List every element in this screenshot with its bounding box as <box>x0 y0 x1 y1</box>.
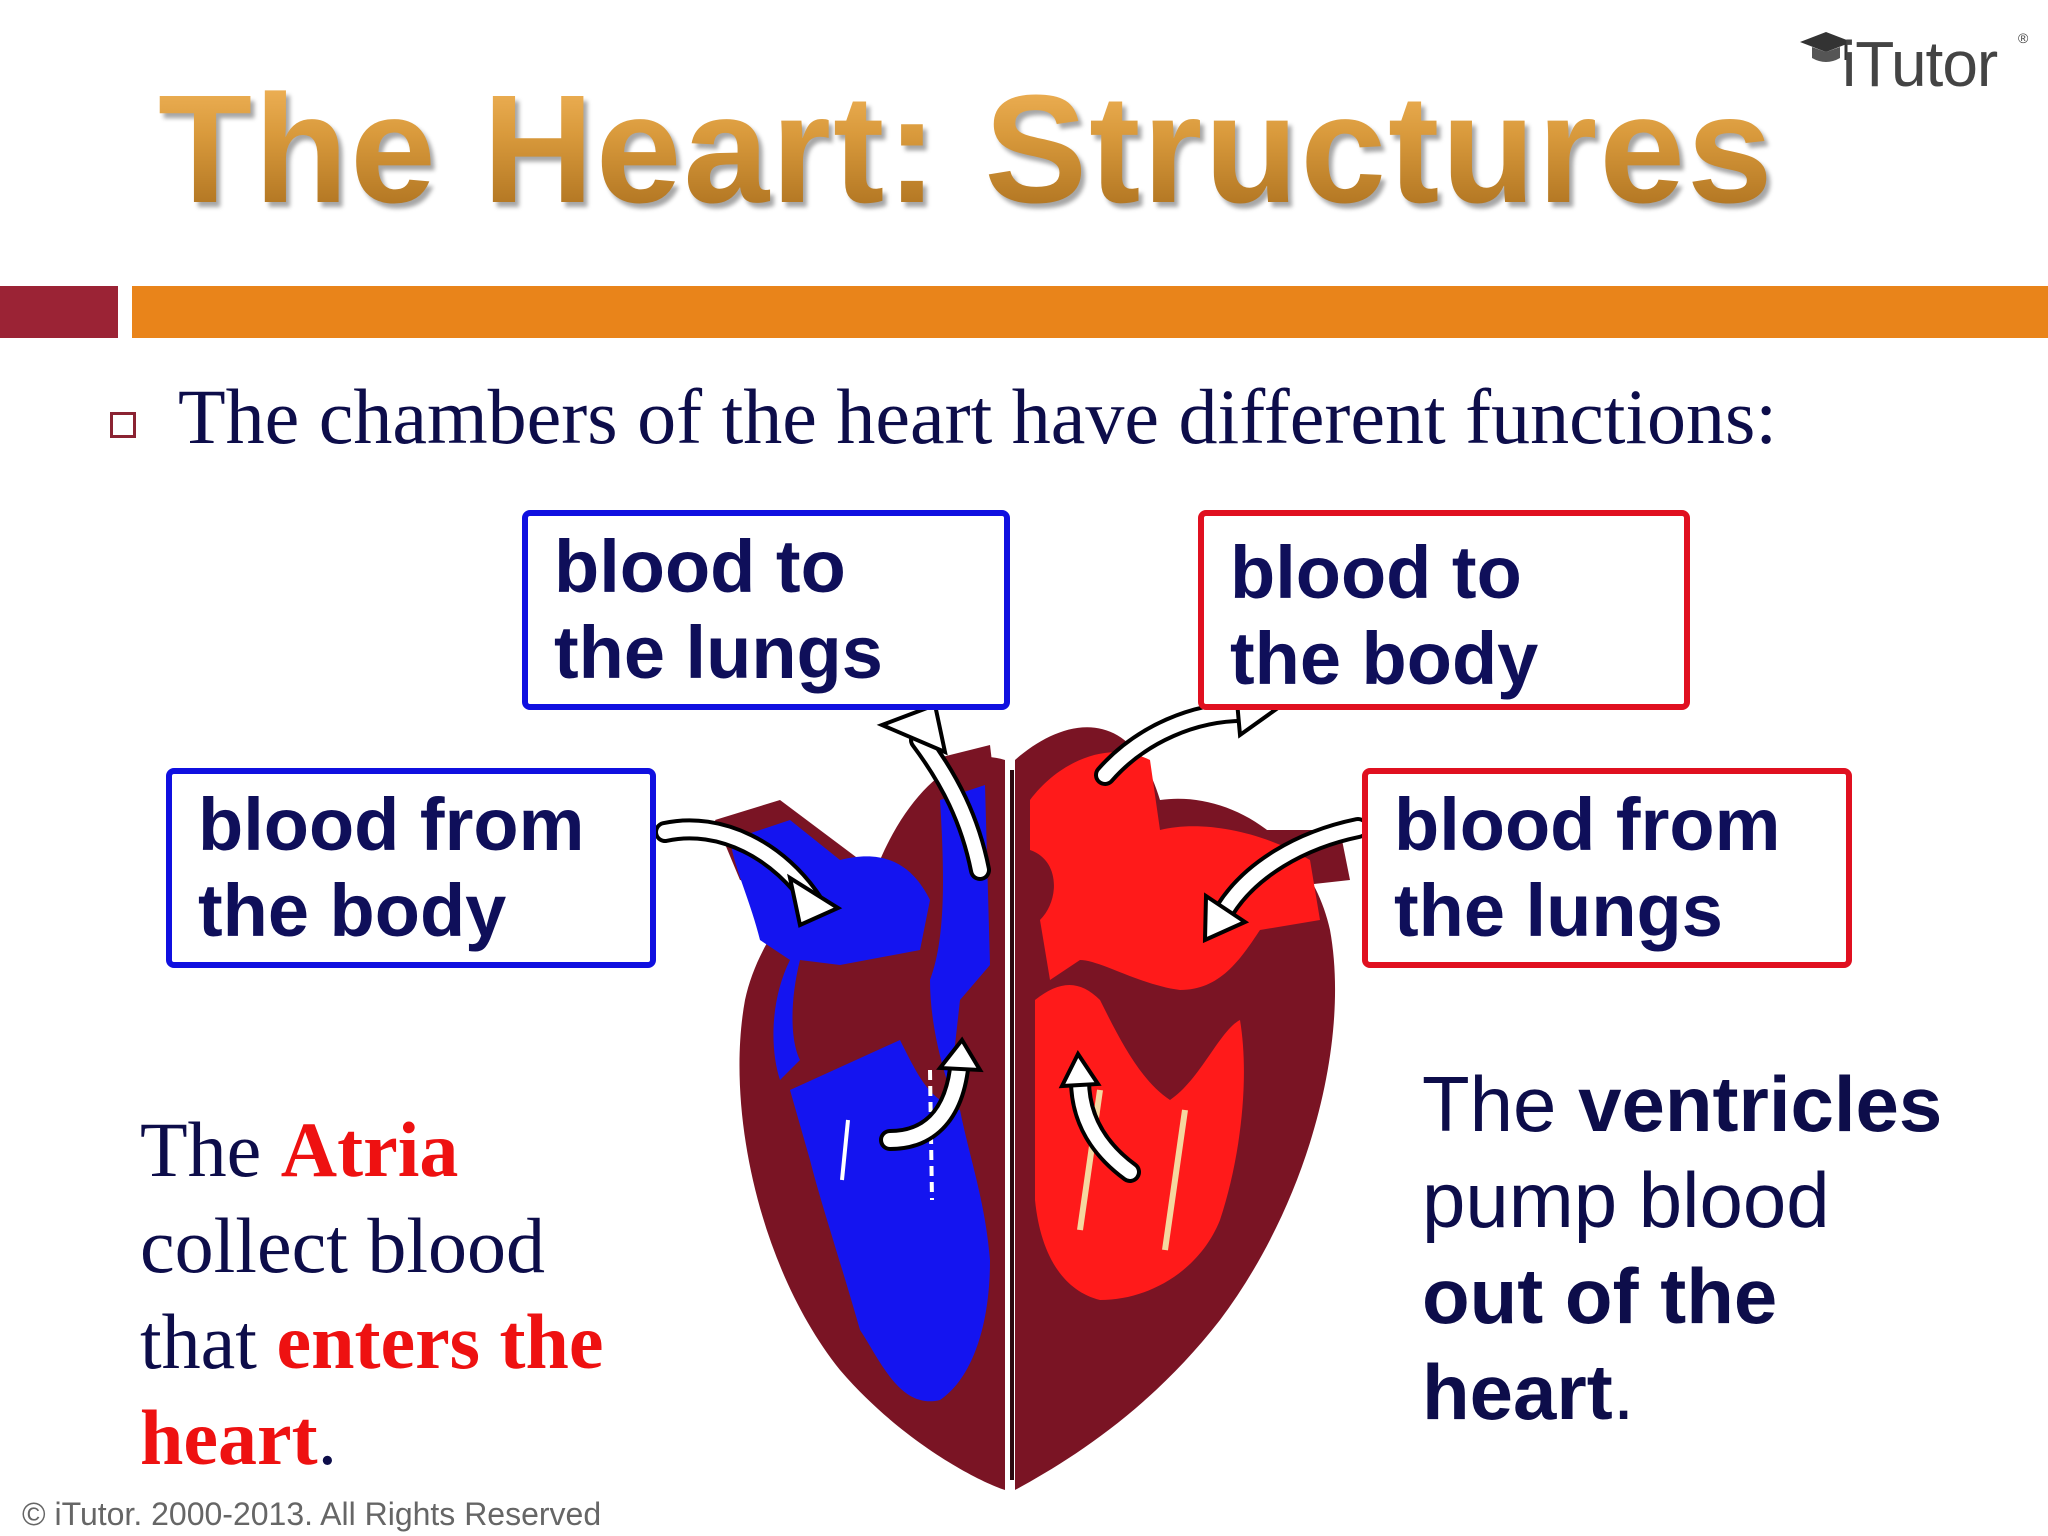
label-line: blood from <box>1394 783 1781 866</box>
label-line: blood from <box>198 783 585 866</box>
atria-line3-highlight: enters the <box>276 1298 604 1385</box>
atria-pre: The <box>140 1106 281 1193</box>
label-line: blood to <box>1230 531 1522 614</box>
atria-caption: The Atria collect blood that enters the … <box>140 1102 604 1486</box>
bullet-text: The chambers of the heart have different… <box>178 373 1778 460</box>
label-blood-from-lungs: blood from the lungs <box>1362 768 1852 968</box>
ventricles-line4-end: . <box>1612 1348 1635 1436</box>
label-line: the body <box>1230 617 1539 700</box>
slide-title: The Heart: Structures <box>158 63 1775 235</box>
itutor-logo: iTutor ® <box>1796 18 2036 108</box>
logo-text: iTutor <box>1842 28 1998 100</box>
label-line: the lungs <box>1394 869 1723 952</box>
label-line: the body <box>198 869 507 952</box>
ventricles-line3: out of the <box>1422 1252 1778 1340</box>
label-line: blood to <box>554 525 846 608</box>
header-accent-bar <box>132 286 2048 338</box>
label-blood-to-lungs: blood to the lungs <box>522 510 1010 710</box>
bullet-square-icon <box>110 412 136 438</box>
copyright-footer: © iTutor. 2000-2013. All Rights Reserved <box>22 1496 602 1532</box>
left-atrium <box>1030 752 1320 990</box>
graduation-cap-icon <box>1800 32 1852 62</box>
ventricles-line2: pump blood <box>1422 1156 1830 1244</box>
atria-line4-end: . <box>317 1394 338 1481</box>
registered-mark: ® <box>2018 30 2029 46</box>
ventricles-caption: The ventricles pump blood out of the hea… <box>1422 1056 1942 1440</box>
atria-line4-highlight: heart <box>140 1394 318 1481</box>
flow-arrows <box>654 686 1369 1183</box>
right-atrium <box>730 820 930 1080</box>
ventricles-word: ventricles <box>1578 1060 1943 1148</box>
header-accent-bar-left <box>0 286 118 338</box>
label-blood-to-body: blood to the body <box>1198 510 1690 710</box>
label-blood-from-body: blood from the body <box>166 768 656 968</box>
left-ventricle <box>1035 985 1244 1300</box>
atria-word: Atria <box>280 1106 459 1193</box>
atria-line3-pre: that <box>140 1298 277 1385</box>
ventricles-line4: heart <box>1422 1348 1613 1436</box>
label-line: the lungs <box>554 611 883 694</box>
ventricles-pre: The <box>1422 1060 1579 1148</box>
atria-line2: collect blood <box>140 1202 546 1289</box>
